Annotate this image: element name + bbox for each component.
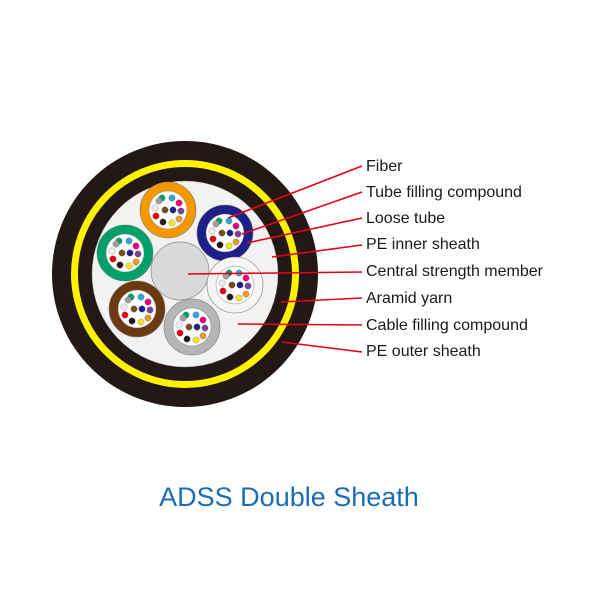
fiber xyxy=(161,206,169,214)
fiber xyxy=(137,293,145,301)
fiber xyxy=(235,294,243,302)
fiber xyxy=(126,249,134,257)
label-aramid-yarn: Aramid yarn xyxy=(366,290,453,307)
fiber xyxy=(144,298,152,306)
label-fiber: Fiber xyxy=(366,158,403,175)
central-strength-member xyxy=(150,241,210,301)
fiber xyxy=(175,321,183,329)
fiber xyxy=(118,249,126,257)
fiber xyxy=(192,336,200,344)
fiber xyxy=(109,255,117,263)
fiber xyxy=(228,281,236,289)
fiber xyxy=(219,287,227,295)
label-cable-filling-compound: Cable filling compound xyxy=(366,317,528,334)
label-tube-filling-compound: Tube filling compound xyxy=(366,184,522,201)
fiber xyxy=(169,206,177,214)
diagram-title: ADSS Double Sheath xyxy=(159,482,419,512)
label-pe-outer-sheath: PE outer sheath xyxy=(366,343,481,360)
fiber xyxy=(225,242,233,250)
leader-line xyxy=(241,191,363,235)
fiber xyxy=(244,282,252,290)
fiber xyxy=(146,306,154,314)
fiber xyxy=(121,311,129,319)
fiber xyxy=(234,230,242,238)
fiber xyxy=(232,222,240,230)
fiber xyxy=(216,241,224,249)
leader-line xyxy=(187,271,363,275)
leader-line xyxy=(280,297,363,303)
fiber xyxy=(168,219,176,227)
fiber xyxy=(120,303,128,311)
fiber xyxy=(132,242,140,250)
fiber xyxy=(201,324,209,332)
fiber xyxy=(212,220,220,228)
fiber xyxy=(226,229,234,237)
fiber xyxy=(179,314,187,322)
fiber xyxy=(199,316,207,324)
fiber xyxy=(108,247,116,255)
fiber xyxy=(159,218,167,226)
fiber xyxy=(232,238,240,246)
fiber xyxy=(226,293,234,301)
fiber xyxy=(209,235,217,243)
fiber xyxy=(242,274,250,282)
fiber xyxy=(218,229,226,237)
leader-line xyxy=(271,244,363,258)
fiber xyxy=(116,261,124,269)
fiber xyxy=(242,290,250,298)
fiber xyxy=(225,217,233,225)
fiber xyxy=(124,296,132,304)
leader-line xyxy=(246,217,363,244)
fiber xyxy=(144,314,152,322)
fiber xyxy=(208,227,216,235)
fiber xyxy=(132,258,140,266)
fiber xyxy=(236,281,244,289)
fiber xyxy=(175,199,183,207)
label-loose-tube: Loose tube xyxy=(366,210,446,227)
fiber xyxy=(192,311,200,319)
fiber xyxy=(185,323,193,331)
leader-line xyxy=(237,323,363,326)
label-central-strength-member: Central strength member xyxy=(366,263,543,280)
fiber xyxy=(193,323,201,331)
fiber xyxy=(176,329,184,337)
label-pe-inner-sheath: PE inner sheath xyxy=(366,236,480,253)
fiber xyxy=(128,317,136,325)
fiber xyxy=(175,215,183,223)
fiber xyxy=(177,207,185,215)
leader-line xyxy=(281,341,363,353)
fiber xyxy=(155,197,163,205)
fiber xyxy=(134,250,142,258)
fiber xyxy=(183,335,191,343)
fiber xyxy=(125,237,133,245)
fiber xyxy=(218,279,226,287)
fiber xyxy=(152,212,160,220)
fiber xyxy=(151,204,159,212)
fiber xyxy=(125,262,133,270)
fiber xyxy=(137,318,145,326)
fiber xyxy=(112,240,120,248)
fiber xyxy=(168,194,176,202)
fiber xyxy=(130,305,138,313)
fiber xyxy=(199,332,207,340)
fiber xyxy=(138,305,146,313)
leader-line xyxy=(227,165,363,219)
